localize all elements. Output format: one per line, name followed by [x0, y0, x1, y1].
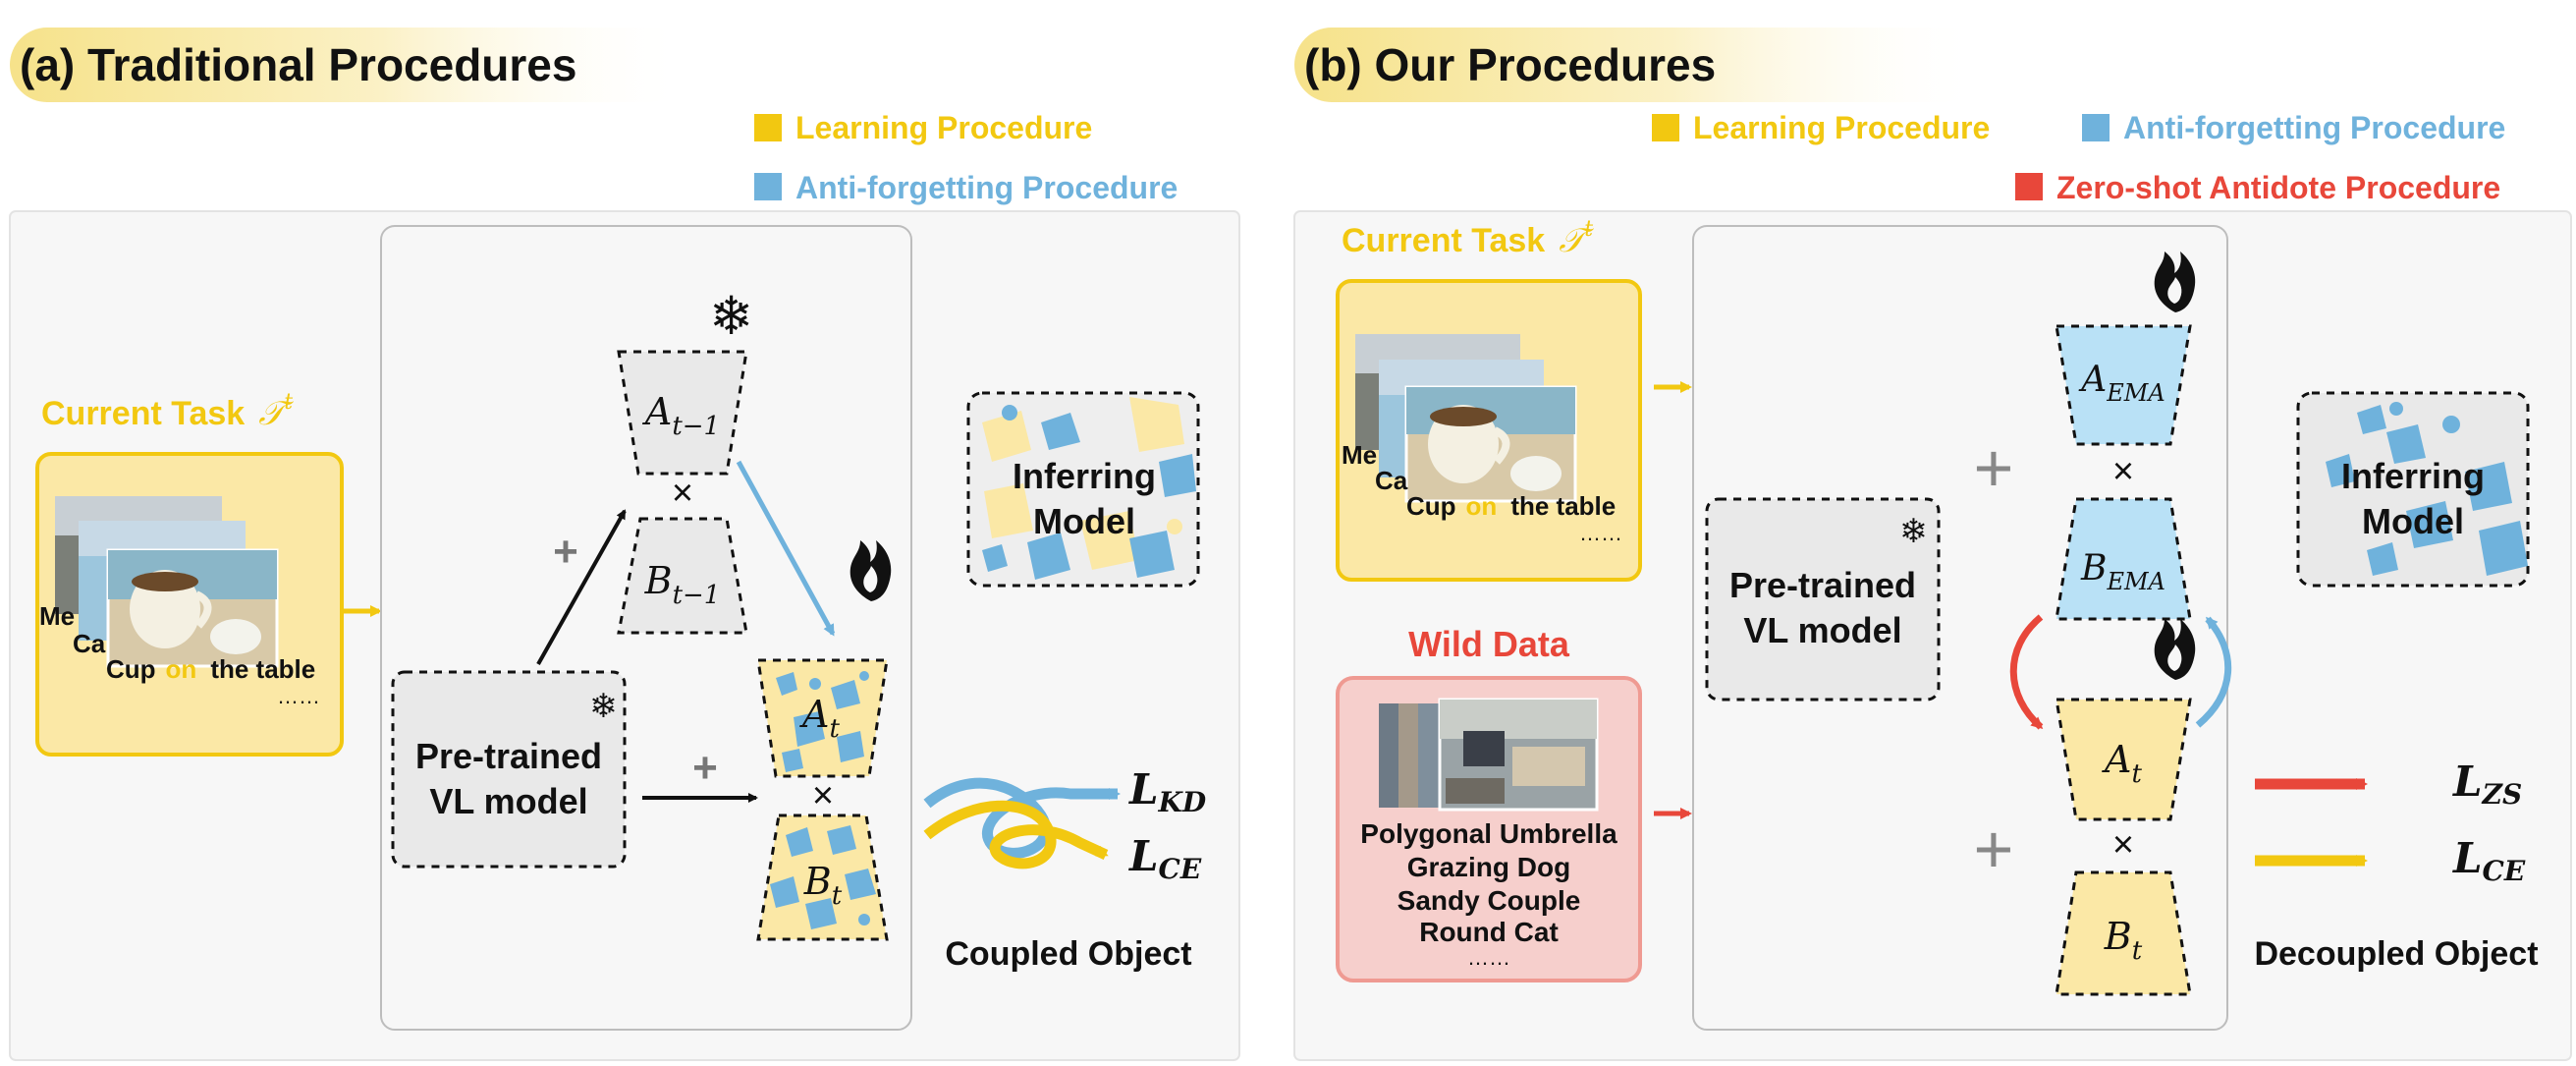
task-caption-ca-b: Ca: [1375, 466, 1408, 495]
times-sign-1-a: ×: [672, 473, 693, 514]
task-caption-ca-a: Ca: [73, 629, 106, 658]
inferring-line2-b: Model: [2362, 501, 2464, 541]
module-b-ema: [2055, 497, 2192, 621]
plus-sign-1-a: +: [553, 528, 578, 576]
module-b-prev: [617, 517, 748, 635]
arrow-anti-forgetting-b: [2195, 616, 2232, 728]
legend-anti-swatch-a: [754, 173, 782, 200]
vl-model-line2-b: VL model: [1743, 610, 1901, 650]
legend-anti-swatch-b: [2082, 114, 2110, 141]
coupled-object-label: Coupled Object: [945, 935, 1191, 973]
arrow-vl-to-prev-a: [536, 509, 627, 665]
vl-model-box-a: [391, 670, 627, 869]
wild-data-title: Wild Data: [1408, 624, 1570, 664]
task-ellipsis-b: ……: [1579, 521, 1622, 545]
label-b-prev: Bt−1: [644, 559, 721, 610]
label-b-ema: BEMA: [2080, 548, 2165, 595]
label-a-prev: At−1: [642, 390, 720, 441]
bowl-shape: [1510, 456, 1562, 491]
inferring-pattern-b: [2326, 402, 2528, 576]
label-b-cur: Bt: [803, 860, 843, 911]
flame-icon: [2154, 619, 2196, 680]
wild-item: Sandy Couple: [1398, 885, 1581, 916]
module-b-cur-b: [2055, 870, 2192, 996]
flame-icon: [850, 540, 892, 601]
plus-sign-2-b: +: [1974, 811, 2014, 887]
label-a-cur-b: At: [2102, 738, 2142, 789]
vl-model-box-b: [1705, 497, 1941, 701]
legend-learning-swatch-b: [1652, 114, 1679, 141]
snowflake-icon: ❄: [1899, 513, 1928, 550]
times-sign-1-b: ×: [2112, 451, 2134, 492]
task-ellipsis-a: ……: [277, 684, 320, 708]
task-caption-me-a: Me: [39, 601, 75, 631]
panel-a-title: (a) Traditional Procedures: [20, 39, 576, 90]
legend-learning-a: Learning Procedure: [795, 110, 1092, 145]
legend-anti-b: Anti-forgetting Procedure: [2123, 110, 2505, 145]
label-b-cur-b: Bt: [2104, 915, 2143, 966]
flame-icon: [2154, 252, 2196, 312]
label-a-cur: At: [799, 693, 840, 744]
plus-sign-2-a: +: [692, 744, 718, 792]
legend-antidote-b: Zero-shot Antidote Procedure: [2056, 170, 2500, 205]
legend-learning-b: Learning Procedure: [1693, 110, 1990, 145]
panel-a: (a) Traditional Procedures Learning Proc…: [9, 28, 1240, 1061]
legend-anti-a: Anti-forgetting Procedure: [795, 170, 1178, 205]
wild-ellipsis: ……: [1467, 945, 1510, 970]
arrow-antidote: [2009, 614, 2044, 730]
wild-item: Grazing Dog: [1407, 852, 1570, 882]
times-sign-2-a: ×: [812, 775, 834, 816]
inferring-line1-b: Inferring: [2341, 456, 2485, 496]
loss-zs-b: LZS: [2452, 757, 2522, 811]
a-cur-pattern: [776, 671, 869, 772]
wild-item: Polygonal Umbrella: [1360, 818, 1617, 849]
snowflake-icon: ❄: [589, 688, 618, 725]
vl-model-line1-a: Pre-trained: [415, 736, 602, 776]
inferring-model-box-b: [2296, 391, 2530, 588]
wild-images: [1379, 698, 1599, 812]
vl-model-line2-a: VL model: [429, 781, 587, 821]
loss-ce-a: LCE: [1128, 832, 1202, 885]
loss-kd-a: LKD: [1128, 765, 1207, 818]
loss-ce-b: LCE: [2452, 834, 2526, 887]
module-a-ema: [2055, 324, 2192, 446]
panel-b-title: (b) Our Procedures: [1304, 39, 1716, 90]
inferring-line2-a: Model: [1033, 501, 1135, 541]
legend-antidote-swatch-b: [2015, 173, 2043, 200]
panel-b: (b) Our Procedures Learning Procedure An…: [1293, 28, 2572, 1061]
coupled-knot: [923, 777, 1121, 870]
bowl-shape: [210, 619, 261, 654]
panel-b-title-bg: [1294, 28, 1982, 102]
task-images-b: [1355, 334, 1577, 503]
inferring-pattern-a: [982, 397, 1196, 580]
decoupled-object-label: Decoupled Object: [2254, 935, 2538, 973]
module-a-cur-b: [2055, 698, 2192, 821]
inferring-line1-a: Inferring: [1013, 456, 1156, 496]
label-a-ema: AEMA: [2078, 360, 2165, 407]
snowflake-icon: ❄: [709, 287, 753, 346]
wild-item: Round Cat: [1419, 917, 1559, 947]
wild-items-list: Polygonal Umbrella Grazing Dog Sandy Cou…: [1360, 818, 1617, 970]
b-cur-pattern: [770, 825, 876, 929]
panel-a-title-bg: [10, 28, 687, 102]
legend-learning-swatch-a: [754, 114, 782, 141]
task-caption-me-b: Me: [1342, 440, 1377, 470]
arrow-anti-forgetting-a: [736, 460, 836, 637]
times-sign-2-b: ×: [2112, 824, 2134, 866]
plus-sign-1-b: +: [1974, 429, 2014, 506]
module-a-prev: [617, 350, 748, 476]
task-images-a: [55, 496, 279, 668]
vl-model-line1-b: Pre-trained: [1729, 565, 1916, 605]
